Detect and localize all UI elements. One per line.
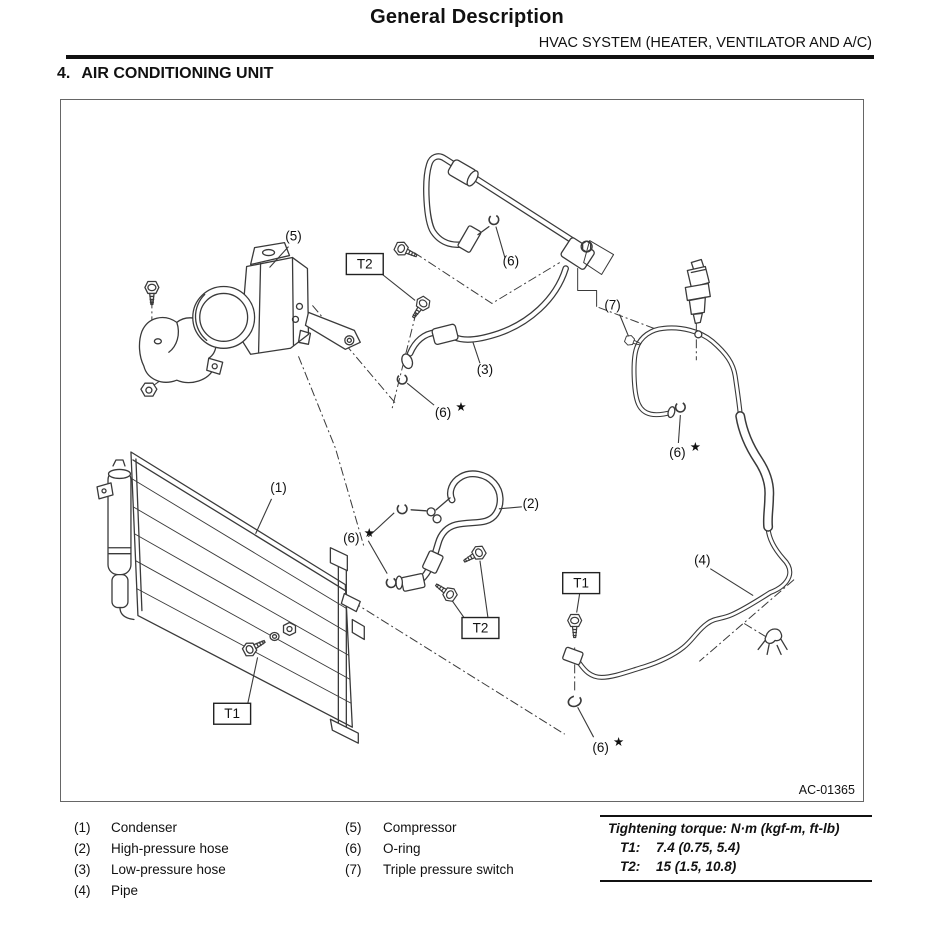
torque-value: 15 (1.5, 10.8) [656,859,737,874]
callout-6-bottom: (6) [592,740,608,755]
legend-item-4: (4) Pipe [74,883,138,898]
torque-key: T2: [620,859,641,874]
figure-code: AC-01365 [799,783,855,797]
section-number: 4. [57,65,71,82]
legend-num: (6) [345,841,362,856]
callout-7: (7) [604,297,620,312]
callout-2: (2) [523,496,539,511]
condenser-drawing [96,451,365,744]
legend-num: (2) [74,841,91,856]
legend-num: (5) [345,820,362,835]
legend-item-3: (3) Low-pressure hose [74,862,226,877]
star-icon: ★ [364,526,375,540]
tightening-torque-table: Tightening torque: N·m (kgf-m, ft-lb) T1… [600,815,872,882]
section-title: AIR CONDITIONING UNIT [81,65,274,82]
legend-label: Compressor [383,820,457,835]
header-divider [66,55,874,59]
callout-1: (1) [270,480,286,495]
pipe-drawing [562,258,793,680]
callout-6-mid: (6) [435,405,451,420]
legend-label: Condenser [111,820,178,835]
page-title: General Description [370,6,564,28]
t1-box-left: T1 [224,706,240,721]
callout-6-right: (6) [669,445,685,460]
torque-value: 7.4 (0.75, 5.4) [656,840,741,855]
legend-label: O-ring [383,841,421,856]
legend-item-5: (5) Compressor [345,820,457,835]
legend-label: Pipe [111,883,139,898]
legend-num: (7) [345,862,362,877]
t1-box-right: T1 [573,576,589,591]
legend-item-6: (6) O-ring [345,841,421,856]
compressor-drawing [138,241,361,397]
star-icon: ★ [613,735,624,749]
page-subtitle: HVAC SYSTEM (HEATER, VENTILATOR AND A/C) [538,35,872,51]
section-heading: 4. AIR CONDITIONING UNIT [57,65,273,83]
star-icon: ★ [690,440,701,454]
torque-row-t2: T2: 15 (1.5, 10.8) [620,859,872,874]
legend-label: Low-pressure hose [111,862,226,877]
legend-item-2: (2) High-pressure hose [74,841,229,856]
legend-item-7: (7) Triple pressure switch [345,862,514,877]
legend-num: (3) [74,862,91,877]
legend-item-1: (1) Condenser [74,820,177,835]
legend-label: Triple pressure switch [383,862,514,877]
torque-row-t1: T1: 7.4 (0.75, 5.4) [620,840,872,855]
exploded-diagram-figure: (5) (6) (7) (3) (6) ★ (1) (6) ★ (2) (6) … [60,99,864,802]
callout-4: (4) [694,553,710,568]
callout-3: (3) [477,362,493,377]
leader-lines [247,226,754,738]
legend-num: (4) [74,883,91,898]
callout-6-left: (6) [343,531,359,546]
torque-ref-boxes: T2 T2 T1 T1 [213,252,601,725]
legend-label: High-pressure hose [111,841,229,856]
low-pressure-hose-drawing [393,153,615,370]
high-pressure-hose-drawing [395,470,504,602]
t2-box-top: T2 [357,257,373,272]
o-rings [385,214,686,708]
callout-labels: (5) (6) (7) (3) (6) ★ (1) (6) ★ (2) (6) … [270,229,710,756]
callout-6-top: (6) [503,254,519,269]
legend-num: (1) [74,820,91,835]
torque-key: T1: [620,840,641,855]
star-icon: ★ [455,400,466,414]
ac-unit-diagram: (5) (6) (7) (3) (6) ★ (1) (6) ★ (2) (6) … [96,153,855,797]
callout-5: (5) [285,229,301,244]
t2-box-bottom: T2 [473,620,489,635]
torque-title: Tightening torque: N·m (kgf-m, ft-lb) [608,821,840,836]
